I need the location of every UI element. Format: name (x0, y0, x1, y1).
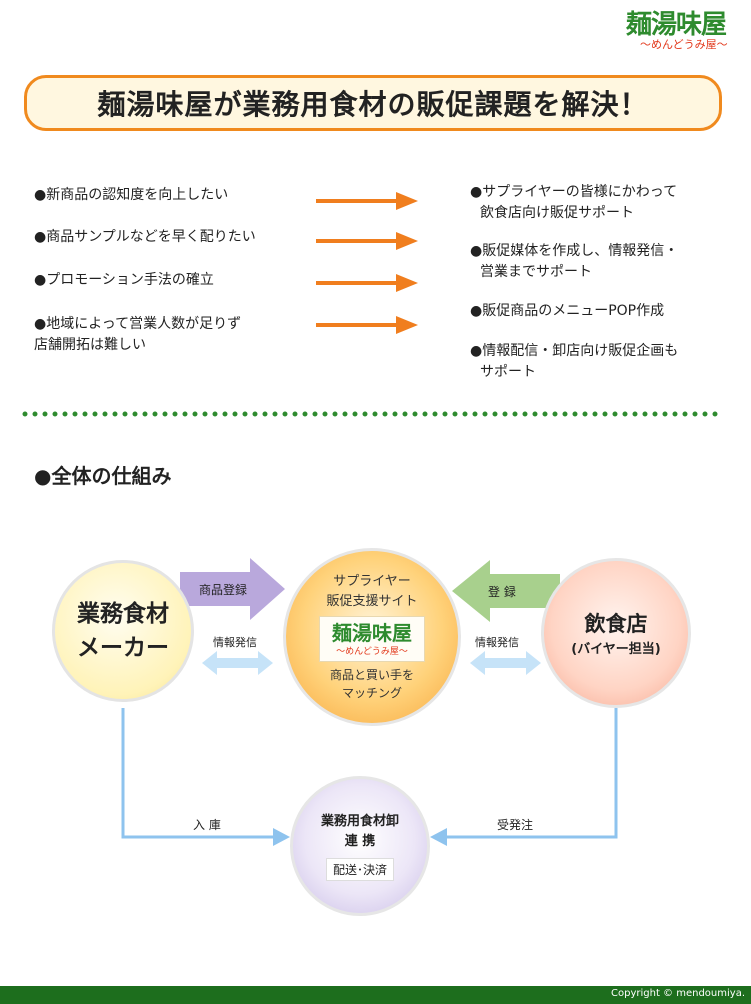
orange-arrow-icon (316, 232, 418, 250)
orange-arrow-icon (316, 316, 418, 334)
platform-logo: 麺湯味屋 〜めんどうみ屋〜 (319, 616, 425, 662)
diagram-connectors (121, 558, 618, 846)
order-label: 受発注 (497, 818, 534, 832)
platform-caption: 商品と買い手を (329, 668, 414, 682)
issue-text: ●プロモーション手法の確立 (34, 272, 214, 288)
info-send-label-left: 情報発信 (213, 636, 257, 649)
wholesaler-service-box: 配送･決済 (325, 857, 394, 881)
platform-label: サプライヤー (333, 574, 411, 589)
maker-node: 業務食材 メーカー (52, 560, 194, 702)
restaurant-label: 飲食店 (584, 611, 648, 636)
title-banner: 麺湯味屋が業務用食材の販促課題を解決！ (24, 75, 722, 131)
section-title: ●全体の仕組み (34, 464, 172, 488)
issue-text: ●新商品の認知度を向上したい (34, 187, 229, 203)
solution-text: ●販促商品のメニューPOP作成 (470, 303, 665, 319)
restaurant-sublabel: (バイヤー担当) (571, 641, 661, 657)
footer-bar: Copyright © mendoumiya. (0, 986, 751, 1004)
platform-node: サプライヤー 販促支援サイト 麺湯味屋 〜めんどうみ屋〜 商品と買い手を マッチ… (283, 548, 461, 726)
stock-in-label: 入 庫 (193, 818, 221, 832)
orange-arrow-icon (316, 192, 418, 210)
logo: 麺湯味屋 (626, 10, 727, 40)
solution-item: ●サプライヤーの皆様にかわって 飲食店向け販促サポート (470, 182, 677, 224)
orange-arrow-icon (316, 274, 418, 292)
solution-item: ●販促媒体を作成し、情報発信・ 営業までサポート (470, 241, 678, 283)
issue-text: ●地域によって営業人数が足りず (34, 316, 242, 332)
maker-label: 業務食材 (77, 601, 169, 627)
solution-text: ●販促媒体を作成し、情報発信・ (470, 243, 679, 259)
issue-item: ●プロモーション手法の確立 (34, 270, 214, 291)
issue-item: ●商品サンプルなどを早く配りたい (34, 227, 256, 248)
issue-item: ●地域によって営業人数が足りず 店舗開拓は難しい (34, 314, 241, 356)
dotted-divider (22, 411, 727, 417)
copyright: Copyright © mendoumiya. (611, 988, 745, 999)
issue-text: 店舗開拓は難しい (34, 337, 146, 353)
registration-label: 登 録 (488, 585, 516, 599)
restaurant-node: 飲食店 (バイヤー担当) (541, 558, 691, 708)
solution-item: ●販促商品のメニューPOP作成 (470, 301, 664, 322)
wholesaler-label: 連 携 (344, 833, 376, 849)
solution-item: ●情報配信・卸店向け販促企画も サポート (470, 341, 678, 383)
solution-text: 営業までサポート (480, 264, 592, 280)
solution-text: ●情報配信・卸店向け販促企画も (470, 343, 679, 359)
page-title: 麺湯味屋が業務用食材の販促課題を解決！ (97, 88, 649, 121)
wholesaler-label: 業務用食材卸 (320, 813, 399, 829)
issue-text: ●商品サンプルなどを早く配りたい (34, 229, 256, 245)
maker-label: メーカー (77, 635, 169, 661)
info-send-label-right: 情報発信 (475, 636, 519, 649)
platform-logo-text: 麺湯味屋 (332, 620, 412, 645)
product-registration-label: 商品登録 (199, 583, 248, 597)
platform-caption: マッチング (341, 686, 402, 700)
logo-subtitle: 〜めんどうみ屋〜 (640, 38, 728, 51)
solution-text: ●サプライヤーの皆様にかわって (470, 184, 678, 200)
issue-item: ●新商品の認知度を向上したい (34, 185, 228, 206)
wholesaler-node: 業務用食材卸 連 携 配送･決済 (290, 776, 430, 916)
platform-label: 販促支援サイト (326, 594, 418, 609)
platform-logo-subtext: 〜めんどうみ屋〜 (336, 646, 408, 657)
solution-text: 飲食店向け販促サポート (480, 205, 634, 221)
solution-text: サポート (480, 364, 536, 380)
